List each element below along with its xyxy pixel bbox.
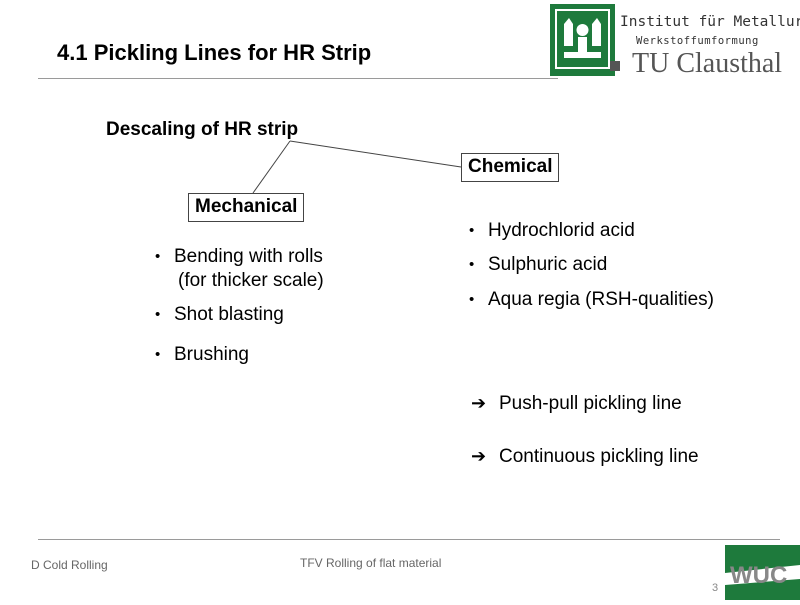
logo-line-university: TU Clausthal [632,48,783,79]
connector-mechanical [252,140,291,194]
list-item: Hydrochlorid acid [469,219,714,243]
logo-square-icon [610,61,620,71]
list-item: Aqua regia (RSH-qualities) [469,288,714,312]
footer-course: TFV Rolling of flat material [300,556,442,570]
mechanical-list: Bending with rolls (for thicker scale) S… [155,245,324,367]
list-item: Brushing [155,343,324,367]
right-arrow-icon: ➔ [471,446,487,466]
chemical-box: Chemical [461,153,560,182]
right-arrow-icon: ➔ [471,393,487,413]
logo-line-institute: Institut für Metallur [620,14,800,30]
list-item: Sulphuric acid [469,253,714,277]
footer-chapter: D Cold Rolling [31,558,108,572]
mechanical-box: Mechanical [188,193,305,222]
list-item: Shot blasting [155,303,324,327]
diagram-heading: Descaling of HR strip [106,119,299,140]
list-item: Bending with rolls (for thicker scale) [155,245,324,293]
logo-line-department: Werkstoffumformung [636,35,759,47]
institute-logo: Institut für Metallur Werkstoffumformung… [550,4,800,80]
chemical-list: Hydrochlorid acid Sulphuric acid Aqua re… [469,219,714,312]
title-divider [38,78,558,79]
footer-divider [38,539,780,540]
page-number: 3 [712,582,719,594]
svg-text:WUC: WUC [730,562,787,589]
result-continuous: ➔Continuous pickling line [471,446,699,467]
slide-title: 4.1 Pickling Lines for HR Strip [57,40,372,65]
result-push-pull: ➔Push-pull pickling line [471,393,682,414]
connector-chemical [289,140,462,168]
wuc-logo: WUC [725,545,800,600]
coat-of-arms-icon [550,4,615,76]
